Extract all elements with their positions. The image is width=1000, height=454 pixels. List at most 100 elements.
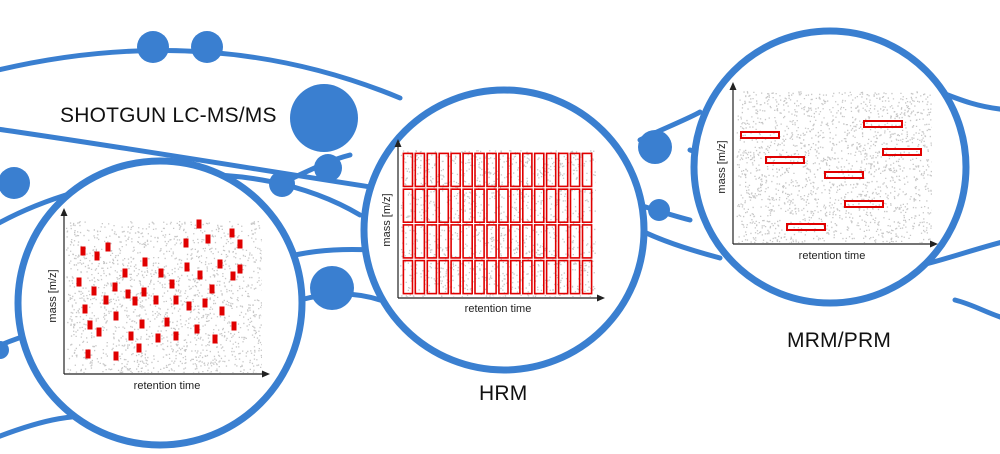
isolation-window-mark	[521, 152, 533, 188]
isolation-window-mark	[569, 224, 581, 259]
isolation-window-mark	[474, 224, 485, 259]
isolation-window-mark	[545, 224, 557, 259]
isolation-window-mark	[438, 188, 450, 223]
isolation-window-mark	[486, 152, 497, 188]
isolation-window-mark	[402, 152, 414, 188]
isolation-window-mark	[569, 152, 581, 188]
isolation-window-mark	[509, 152, 521, 188]
precursor-selection-mark	[141, 287, 147, 297]
isolation-window-mark	[438, 152, 450, 188]
precursor-selection-mark	[113, 351, 119, 361]
precursor-selection-mark	[194, 324, 200, 334]
precursor-selection-mark	[217, 259, 223, 269]
hrm-panel: retention time mass [m/z]	[360, 86, 648, 374]
precursor-selection-mark	[105, 242, 111, 252]
network-node-icon	[269, 171, 295, 197]
network-node-icon	[638, 130, 672, 164]
isolation-window-mark	[545, 259, 557, 295]
isolation-window-mark	[521, 188, 533, 223]
hrm-isolation-windows	[402, 152, 593, 295]
isolation-window-mark	[581, 188, 593, 223]
hrm-lens-circle	[360, 86, 648, 374]
precursor-selection-mark	[125, 289, 131, 299]
precursor-selection-mark	[85, 349, 91, 359]
precursor-selection-mark	[136, 343, 142, 353]
precursor-selection-mark	[155, 333, 161, 343]
precursor-selection-mark	[96, 327, 102, 337]
isolation-window-mark	[450, 152, 462, 188]
isolation-window-mark	[557, 152, 569, 188]
target-window-mark	[844, 200, 884, 208]
precursor-selection-mark	[205, 234, 211, 244]
isolation-window-mark	[462, 224, 474, 259]
precursor-selection-mark	[164, 317, 170, 327]
precursor-selection-mark	[212, 334, 218, 344]
network-nodes	[0, 31, 672, 359]
isolation-window-mark	[486, 259, 497, 295]
network-node-icon	[137, 31, 169, 63]
isolation-window-mark	[486, 188, 497, 223]
precursor-selection-mark	[142, 257, 148, 267]
shotgun-lens-circle	[14, 157, 306, 449]
isolation-window-mark	[402, 259, 414, 295]
precursor-selection-mark	[183, 238, 189, 248]
precursor-selection-mark	[173, 295, 179, 305]
precursor-selection-mark	[186, 301, 192, 311]
target-window-mark	[882, 148, 922, 156]
mrm-prm-title: MRM/PRM	[787, 329, 892, 352]
isolation-window-mark	[533, 152, 545, 188]
precursor-selection-mark	[231, 321, 237, 331]
shotgun-precursor-selections	[76, 219, 243, 361]
isolation-window-mark	[438, 259, 450, 295]
isolation-window-mark	[438, 224, 450, 259]
isolation-window-mark	[462, 259, 474, 295]
isolation-window-mark	[450, 188, 462, 223]
isolation-window-mark	[426, 152, 438, 188]
network-node-icon	[314, 154, 342, 182]
isolation-window-mark	[498, 188, 509, 223]
precursor-selection-mark	[219, 306, 225, 316]
precursor-selection-mark	[132, 296, 138, 306]
precursor-selection-mark	[173, 331, 179, 341]
isolation-window-mark	[474, 152, 485, 188]
mrm-x-axis-label: retention time	[799, 250, 866, 262]
precursor-selection-mark	[113, 311, 119, 321]
precursor-selection-mark	[153, 295, 159, 305]
axis-arrow-icon	[930, 240, 938, 248]
isolation-window-mark	[402, 224, 414, 259]
shotgun-x-axis-label: retention time	[134, 380, 201, 392]
axis-arrow-icon	[729, 82, 737, 90]
axis-arrow-icon	[394, 139, 402, 147]
precursor-selection-mark	[237, 239, 243, 249]
isolation-window-mark	[498, 152, 509, 188]
isolation-window-mark	[426, 224, 438, 259]
isolation-window-mark	[557, 188, 569, 223]
network-link-icon	[0, 126, 393, 193]
mrm-y-axis-label: mass [m/z]	[716, 140, 728, 193]
isolation-window-mark	[509, 259, 521, 295]
isolation-window-mark	[557, 224, 569, 259]
isolation-window-mark	[414, 152, 426, 188]
isolation-window-mark	[581, 224, 593, 259]
target-window-mark	[786, 223, 826, 231]
precursor-selection-mark	[139, 319, 145, 329]
isolation-window-mark	[474, 188, 485, 223]
isolation-window-mark	[414, 188, 426, 223]
isolation-window-mark	[533, 224, 545, 259]
precursor-selection-mark	[87, 320, 93, 330]
network-link-icon	[952, 297, 1000, 320]
isolation-window-mark	[402, 188, 414, 223]
precursor-selection-mark	[94, 251, 100, 261]
precursor-selection-mark	[128, 331, 134, 341]
isolation-window-mark	[521, 224, 533, 259]
axis-arrow-icon	[262, 370, 270, 378]
shotgun-title: SHOTGUN LC-MS/MS	[60, 104, 277, 127]
ms-scatter-dots	[400, 150, 596, 297]
isolation-window-mark	[521, 259, 533, 295]
precursor-selection-mark	[202, 298, 208, 308]
precursor-selection-mark	[76, 277, 82, 287]
isolation-window-mark	[557, 259, 569, 295]
target-window-mark	[740, 131, 780, 139]
precursor-selection-mark	[229, 228, 235, 238]
